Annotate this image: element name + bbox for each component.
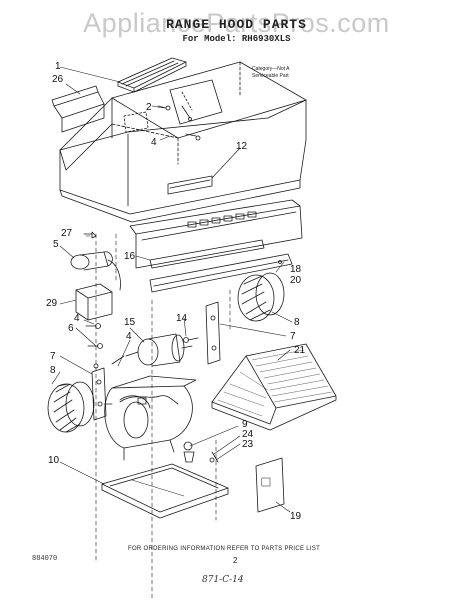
part-top-cover: [117, 57, 187, 93]
callout-1: 1: [55, 61, 61, 72]
watermark: AppliancePartsPros.com: [83, 8, 390, 38]
callout-4-left: 4: [74, 313, 80, 324]
model-line: For Model: RH6930XLS: [182, 34, 291, 44]
assembly-lines: [95, 233, 231, 600]
callout-5: 5: [53, 239, 59, 250]
callout-16: 16: [124, 251, 136, 262]
part-motor-bracket-right: [205, 301, 221, 365]
callout-20: 20: [290, 275, 302, 286]
part-grease-filter: [211, 343, 337, 431]
part-blower-wheel-left: [47, 381, 95, 433]
part-blower-housing: [104, 375, 197, 461]
callout-6: 6: [68, 323, 74, 334]
category-note-line1: Category—Not A: [252, 66, 290, 72]
part-label-card: [255, 457, 285, 513]
callout-21: 21: [294, 345, 306, 356]
callout-8-left: 8: [50, 365, 56, 376]
callout-4-top: 4: [151, 137, 157, 148]
part-screws-top: [157, 105, 201, 141]
callout-7-right: 7: [290, 331, 296, 342]
callout-19: 19: [290, 511, 302, 522]
part-screws-left: [85, 323, 103, 369]
part-light-socket: [70, 231, 121, 291]
callout-7-left: 7: [50, 351, 56, 362]
callout-14: 14: [176, 313, 188, 324]
hood-housing: [59, 61, 307, 223]
ordering-note: FOR ORDERING INFORMATION REFER TO PARTS …: [128, 546, 321, 552]
diagram-title: RANGE HOOD PARTS: [166, 17, 307, 32]
part-bottom-tray: [101, 463, 229, 519]
callout-9: 9: [242, 419, 248, 430]
callout-4-motor: 4: [126, 331, 132, 342]
callout-26: 26: [52, 74, 64, 85]
part-lamp-parts: [183, 441, 219, 463]
callout-29: 29: [46, 298, 58, 309]
callout-12: 12: [236, 141, 248, 152]
callout-15: 15: [124, 317, 136, 328]
callout-leaders: [51, 66, 293, 513]
part-blower-motor: [111, 333, 193, 367]
callout-10: 10: [48, 455, 60, 466]
callout-27: 27: [61, 228, 73, 239]
callout-24: 24: [242, 429, 254, 440]
part-junction-box: [75, 283, 113, 321]
part-motor-screw: [183, 337, 199, 343]
callout-18: 18: [290, 264, 302, 275]
part-motor-bracket-left: [91, 367, 107, 421]
category-note-line2: Serviceable Part: [252, 73, 289, 79]
part-wiring-harness: [103, 395, 179, 405]
callout-2: 2: [146, 102, 152, 113]
handwritten-note: 871-C-14: [202, 575, 244, 585]
callout-8-right: 8: [294, 317, 300, 328]
part-blower-wheel-right: [237, 272, 285, 322]
part-side-bracket: [51, 85, 105, 133]
hood-front-panel: [129, 199, 303, 293]
callout-23: 23: [242, 439, 254, 450]
document-number: 884070: [32, 555, 58, 563]
page-number: 2: [233, 556, 238, 565]
